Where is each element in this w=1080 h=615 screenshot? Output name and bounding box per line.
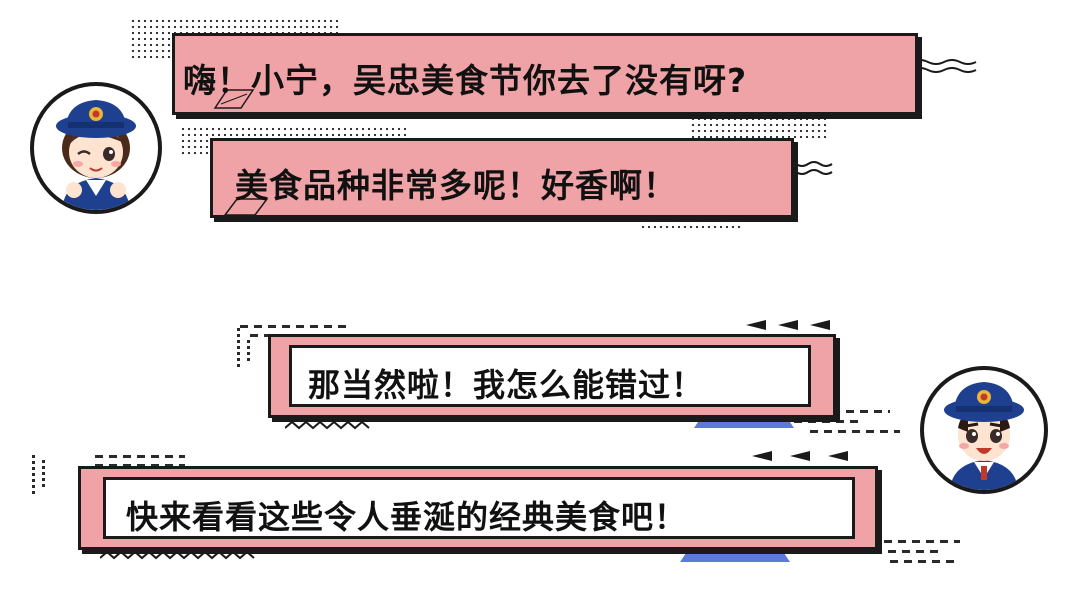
dash-line <box>240 325 350 328</box>
halftone-dots-small <box>640 218 740 232</box>
dialog-text-2: 美食品种非常多呢！好香啊！ <box>235 166 677 205</box>
dialog-text-1: 嗨！小宁，吴忠美食节你去了没有呀? <box>183 61 748 100</box>
dialog-text-4: 快来看看这些令人垂涎的经典美食吧！ <box>126 498 688 536</box>
speech-bubble-1: 嗨！小宁，吴忠美食节你去了没有呀? <box>172 33 918 115</box>
halftone-corner-icon <box>213 89 255 109</box>
dash-vertical <box>32 455 35 495</box>
dash-vertical <box>237 328 240 368</box>
dash-vertical <box>42 460 45 490</box>
dash-vertical <box>247 340 250 362</box>
dialog-text-3: 那当然啦！我怎么能错过！ <box>308 366 705 404</box>
dash-line <box>810 430 900 433</box>
dash-line <box>95 464 185 467</box>
dash-line <box>780 420 860 423</box>
male-officer-avatar <box>920 366 1048 494</box>
halftone-dots-mid-right <box>690 116 830 138</box>
male-tax-officer-icon <box>944 382 1024 490</box>
dash-line <box>870 540 960 543</box>
zigzag-line-icon <box>285 420 370 430</box>
speech-bubble-4-inner: 快来看看这些令人垂涎的经典美食吧！ <box>103 477 855 539</box>
speech-bubble-4: 快来看看这些令人垂涎的经典美食吧！ <box>78 466 878 550</box>
arrow-triangles-icon <box>752 451 848 461</box>
dash-line <box>890 560 960 563</box>
dash-line <box>790 410 890 413</box>
speech-bubble-2: 美食品种非常多呢！好香啊！ <box>210 138 794 218</box>
dash-line <box>860 550 940 553</box>
speech-bubble-3: 那当然啦！我怎么能错过！ <box>268 334 836 418</box>
female-officer-avatar <box>30 82 162 214</box>
zigzag-line-icon <box>100 550 255 560</box>
arrow-triangles-icon <box>746 320 830 330</box>
female-tax-officer-icon <box>56 100 136 210</box>
speech-bubble-3-inner: 那当然啦！我怎么能错过！ <box>289 345 811 407</box>
dash-line <box>95 455 185 458</box>
halftone-corner-icon <box>223 198 269 216</box>
